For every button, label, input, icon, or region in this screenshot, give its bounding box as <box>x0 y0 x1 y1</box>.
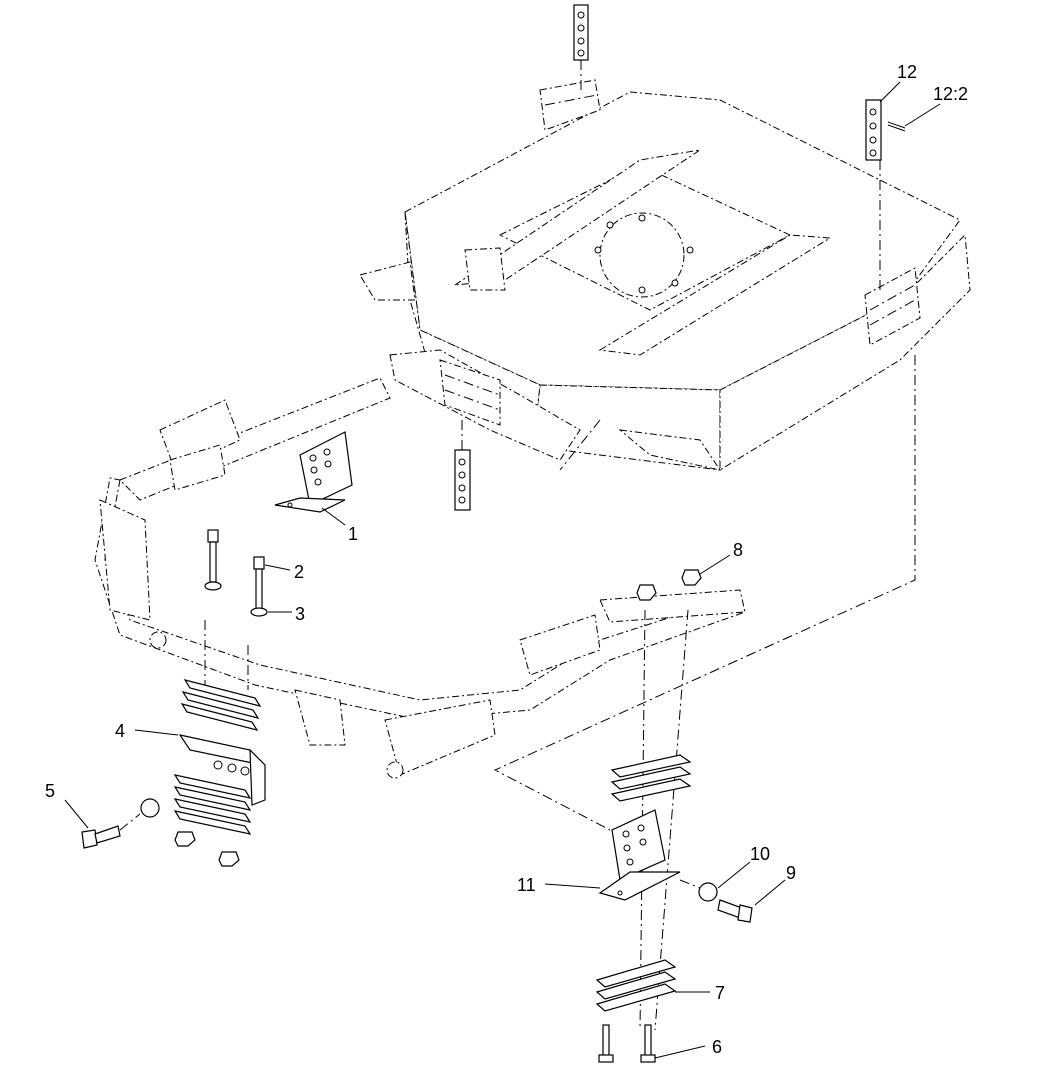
callout-10: 10 <box>750 844 770 864</box>
part-4-shim-stack <box>173 679 266 835</box>
callout-2: 2 <box>294 562 304 582</box>
mower-deck <box>359 79 971 471</box>
part-2-bolts <box>207 529 265 610</box>
callout-7: 7 <box>715 983 725 1003</box>
part-9-bolt <box>679 879 753 923</box>
left-spacer <box>119 798 160 831</box>
part-5-bolt <box>81 825 121 849</box>
callout-8: 8 <box>733 540 743 560</box>
part-10-spacer <box>698 882 718 902</box>
callout-6: 6 <box>712 1037 722 1057</box>
callout-9: 9 <box>786 863 796 883</box>
callout-11: 11 <box>517 875 536 895</box>
part-7-shims-upper <box>610 754 692 802</box>
callout-12: 12 <box>897 62 917 82</box>
alignment-lines <box>204 355 916 1031</box>
leader-lines <box>64 81 941 1059</box>
callout-3: 3 <box>295 604 305 624</box>
left-nuts <box>174 831 240 867</box>
callout-5: 5 <box>45 781 55 801</box>
callout-12-2: 12:2 <box>933 84 968 104</box>
callout-1: 1 <box>348 524 358 544</box>
hanger-bar-12 <box>865 99 882 290</box>
hairpin-12-2 <box>887 121 906 132</box>
callout-labels: 1 2 3 4 5 6 7 8 9 10 11 12 12:2 <box>45 62 968 1057</box>
tractor-frame <box>94 377 746 779</box>
hanger-bar-front <box>454 420 471 511</box>
part-3-washers <box>204 581 268 617</box>
part-8-nuts <box>636 569 702 601</box>
hanger-bar-top <box>573 4 589 92</box>
callout-4: 4 <box>115 721 125 741</box>
part-6-bolts <box>598 1024 656 1063</box>
part-7-shims-lower <box>595 959 677 1012</box>
part-1-mount-bracket <box>274 431 353 513</box>
part-11-mount-bracket <box>598 809 681 901</box>
